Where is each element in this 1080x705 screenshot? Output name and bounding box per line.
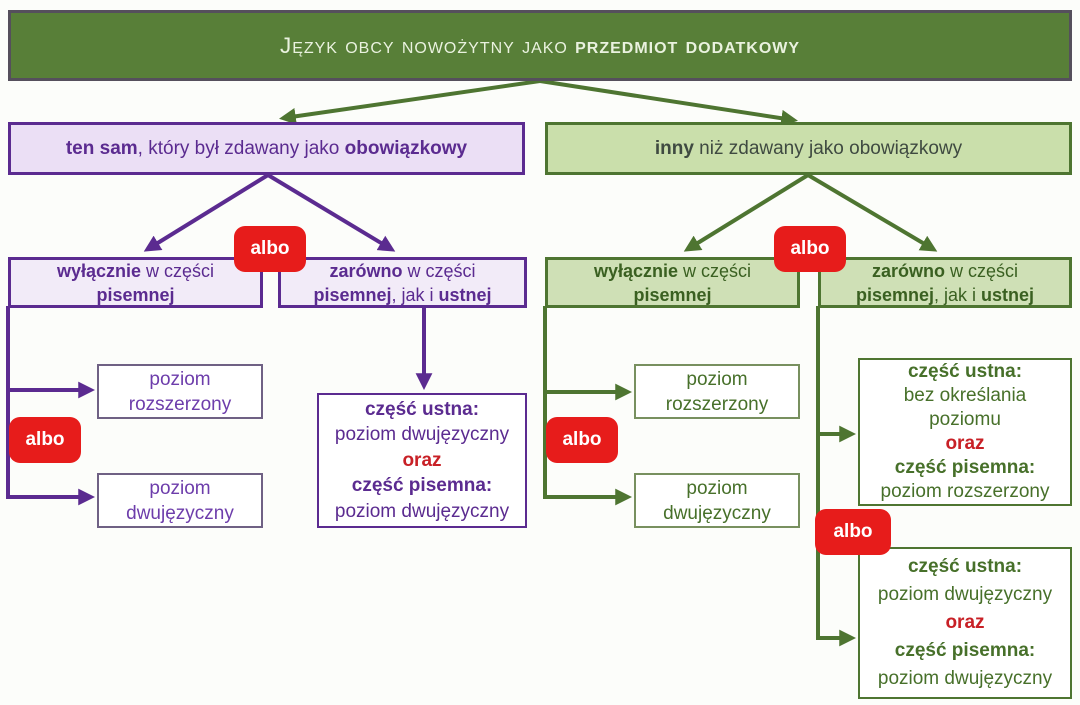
line: dwujęzyczny xyxy=(126,502,234,524)
line: poziom xyxy=(149,368,211,390)
line: wyłącznie w części xyxy=(57,259,214,283)
node-right-written-and-oral: zarówno w części pisemnej, jak i ustnej xyxy=(818,257,1072,308)
line: poziom rozszerzony xyxy=(880,481,1050,502)
node-left-oral-written-bilingual: część ustna: poziom dwujęzyczny oraz czę… xyxy=(317,393,527,528)
node-left-level-bilingual: poziom dwujęzyczny xyxy=(97,473,263,528)
line: poziom dwujęzyczny xyxy=(334,424,510,446)
line: poziom dwujęzyczny xyxy=(877,584,1053,605)
text-segment: , który był zdawany jako xyxy=(137,137,345,159)
text-segment: w części xyxy=(141,260,215,281)
albo-badge-right-leaves: albo xyxy=(546,417,618,463)
node-right-oral-nolevel-written-extended: część ustna: bez określania poziomu oraz… xyxy=(858,358,1072,506)
title-normal: Język obcy nowożytny jako xyxy=(279,32,576,58)
line: oraz xyxy=(945,612,985,633)
node-left-level-extended: poziom rozszerzony xyxy=(97,364,263,419)
title-bold: przedmiot dodatkowy xyxy=(575,32,801,58)
text-segment: zarówno xyxy=(871,260,945,281)
text-segment: ustnej xyxy=(438,284,492,305)
text-segment: wyłącznie xyxy=(593,260,679,281)
text-segment: ustnej xyxy=(981,284,1035,305)
line: pisemnej, jak i ustnej xyxy=(856,283,1034,307)
line: oraz xyxy=(402,449,442,471)
text-segment: wyłącznie xyxy=(56,260,142,281)
node-right-level-bilingual: poziom dwujęzyczny xyxy=(634,473,800,528)
line: poziom dwujęzyczny xyxy=(334,500,510,522)
text-segment: inny xyxy=(654,137,694,159)
line: pisemnej, jak i ustnej xyxy=(313,283,491,307)
line: poziom dwujęzyczny xyxy=(877,668,1053,689)
line: wyłącznie w części xyxy=(594,259,751,283)
node-right-oral-written-bilingual: część ustna: poziom dwujęzyczny oraz czę… xyxy=(858,547,1072,699)
line: pisemnej xyxy=(633,284,712,305)
line: pisemnej xyxy=(96,284,175,305)
node-same-as-obligatory-text: ten sam, który był zdawany jako obowiązk… xyxy=(66,138,467,160)
line: poziom xyxy=(149,477,211,499)
text-segment: ten sam xyxy=(65,137,138,159)
text-segment: niż zdawany jako obowiązkowy xyxy=(693,137,963,159)
albo-badge-right-level2: albo xyxy=(774,226,846,272)
text-segment: pisemnej xyxy=(855,284,934,305)
albo-badge-left-leaves: albo xyxy=(9,417,81,463)
node-other-than-obligatory: inny niż zdawany jako obowiązkowy xyxy=(545,122,1072,175)
line: oraz xyxy=(945,433,985,454)
line: rozszerzony xyxy=(665,393,769,415)
line: część ustna: xyxy=(907,556,1023,577)
text-segment: , jak i xyxy=(391,284,439,305)
node-other-than-obligatory-text: inny niż zdawany jako obowiązkowy xyxy=(655,138,962,160)
line: część pisemna: xyxy=(894,640,1036,661)
line: bez określania xyxy=(903,385,1027,406)
text-segment: pisemnej xyxy=(313,284,392,305)
text-segment: w części xyxy=(945,260,1019,281)
text-segment: , jak i xyxy=(934,284,982,305)
line: zarówno w części xyxy=(872,259,1018,283)
line: część pisemna: xyxy=(894,457,1036,478)
line: część pisemna: xyxy=(351,475,493,497)
text-segment: zarówno xyxy=(329,260,403,281)
node-same-as-obligatory: ten sam, który był zdawany jako obowiązk… xyxy=(8,122,525,175)
line: poziom xyxy=(686,477,748,499)
line: poziomu xyxy=(929,409,1001,430)
node-right-level-extended: poziom rozszerzony xyxy=(634,364,800,419)
text-segment: obowiązkowy xyxy=(344,137,468,159)
line: część ustna: xyxy=(907,361,1023,382)
line: część ustna: xyxy=(364,398,480,420)
node-left-written-and-oral: zarówno w części pisemnej, jak i ustnej xyxy=(278,257,527,308)
line: zarówno w części xyxy=(329,259,475,283)
text-segment: w części xyxy=(402,260,476,281)
albo-badge-left-level2: albo xyxy=(234,226,306,272)
node-left-written-only: wyłącznie w części pisemnej xyxy=(8,257,263,308)
line: dwujęzyczny xyxy=(663,502,771,524)
line: poziom xyxy=(686,368,748,390)
albo-badge-right-details: albo xyxy=(815,509,891,555)
diagram-title: Język obcy nowożytny jako przedmiot doda… xyxy=(8,10,1072,81)
diagram-title-text: Język obcy nowożytny jako przedmiot doda… xyxy=(280,33,800,59)
text-segment: w części xyxy=(678,260,752,281)
node-right-written-only: wyłącznie w części pisemnej xyxy=(545,257,800,308)
line: rozszerzony xyxy=(128,393,232,415)
